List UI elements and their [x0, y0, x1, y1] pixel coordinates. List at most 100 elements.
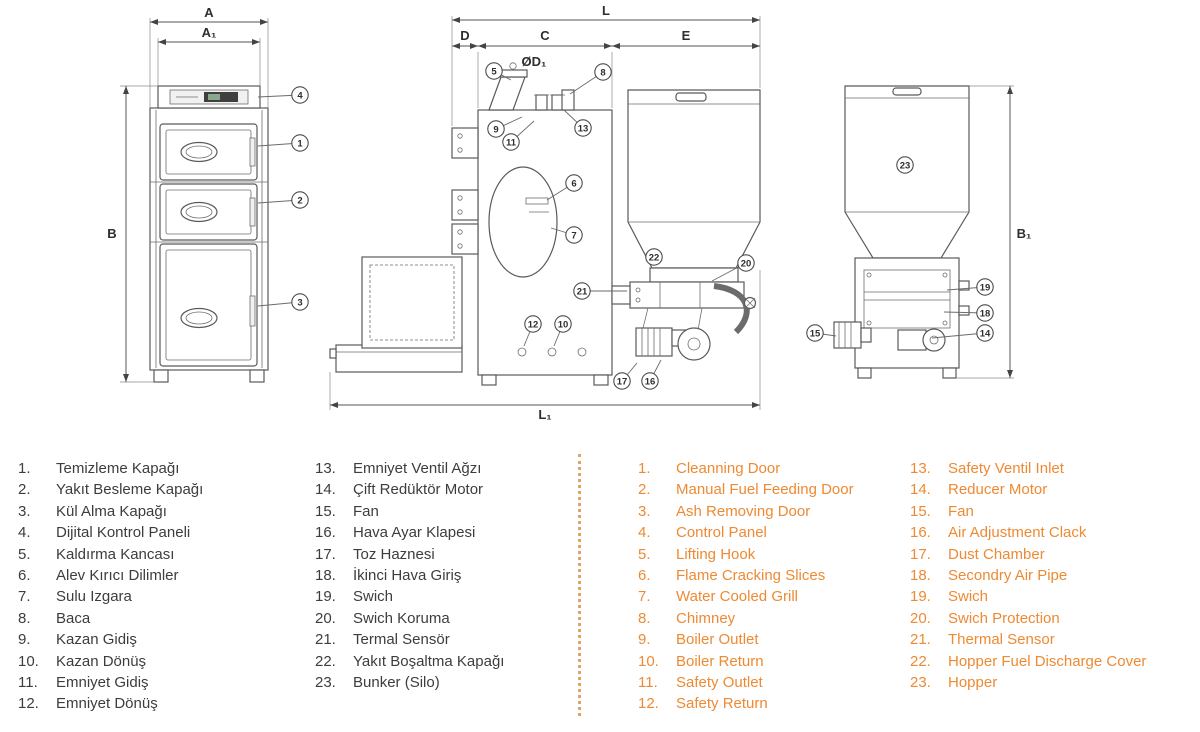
legend-item-label: Reducer Motor	[948, 481, 1048, 499]
legend-item-label: Ash Removing Door	[676, 502, 811, 520]
legend-item: 11.Emniyet Gidiş	[18, 672, 303, 693]
legend-item-label: Bunker (Silo)	[353, 674, 440, 692]
legend-item: 19.Swich	[910, 586, 1198, 607]
reducer-motor	[833, 321, 872, 349]
callout-number: 3	[297, 297, 302, 308]
legend-item-number: 3.	[18, 502, 31, 520]
callout-number: 4	[297, 90, 303, 101]
legend-item-number: 14.	[315, 481, 336, 499]
legend-item-label: Boiler Return	[676, 652, 764, 670]
legend-item: 14. Reducer Motor	[910, 479, 1198, 500]
callout-number: 9	[493, 124, 498, 135]
fuel-feeding-door	[159, 183, 258, 241]
callout-12: 12	[523, 315, 542, 347]
legend-item-number: 2.	[638, 481, 651, 499]
legend-item-label: Water Cooled Grill	[676, 588, 798, 606]
legend-item-number: 1.	[638, 460, 651, 477]
callout-20: 20	[711, 254, 755, 282]
legend-item: 6.Flame Cracking Slices	[638, 565, 900, 586]
legend-item-number: 16.	[315, 524, 336, 542]
legend-item-label: Control Panel	[676, 524, 767, 542]
legend-item-number: 9.	[638, 631, 651, 649]
legend-item-label: Temizleme Kapağı	[56, 460, 180, 477]
legend-item-number: 7.	[18, 588, 31, 606]
legend-item-label: İkinci Hava Giriş	[353, 567, 462, 585]
legend-item-number: 22.	[315, 652, 336, 670]
callout-number: 5	[491, 66, 497, 77]
callout-number: 10	[558, 319, 569, 330]
legend-item: 21.Thermal Sensor	[910, 629, 1198, 650]
legend-item: 22.Yakıt Boşaltma Kapağı	[315, 651, 570, 672]
legend-item: 8.Chimney	[638, 608, 900, 629]
callout-number: 21	[577, 286, 588, 297]
legend-item-number: 12.	[638, 695, 659, 713]
legend-item-number: 15.	[315, 502, 336, 520]
legend-item-label: Fan	[948, 502, 974, 520]
legend-item: 2. Manual Fuel Feeding Door	[638, 479, 900, 500]
legend-item-label: Sulu Izgara	[56, 588, 132, 606]
legend-item: 10. Kazan Dönüş	[18, 651, 303, 672]
legend-item: 20.Swich Protection	[910, 608, 1198, 629]
callout-number: 11	[506, 137, 517, 148]
callout-14: 14	[931, 324, 994, 342]
callout-number: 6	[571, 178, 576, 189]
legend-item-number: 18.	[315, 567, 336, 585]
legend-item-label: Dust Chamber	[948, 545, 1045, 563]
legend-item-number: 22.	[910, 652, 931, 670]
legend-item-label: Kazan Dönüş	[56, 652, 147, 670]
legend-item-number: 14.	[910, 481, 931, 499]
legend-item-number: 6.	[18, 567, 31, 585]
legend-item-label: Flame Cracking Slices	[676, 567, 826, 585]
legend-item-label: Alev Kırıcı Dilimler	[56, 567, 179, 585]
legend-item-number: 13.	[910, 460, 931, 477]
legend-item: 20.Swich Koruma	[315, 608, 570, 629]
legend-item-label: Swich	[353, 588, 394, 606]
brand-badge	[180, 201, 218, 223]
brand-badge	[180, 141, 218, 163]
callout-13: 13	[563, 109, 592, 137]
dim-label-B1: B₁	[1017, 226, 1032, 241]
dim-label-L: L	[602, 3, 610, 18]
legend-item-label: Manual Fuel Feeding Door	[676, 481, 854, 499]
callout-2: 2	[257, 191, 309, 209]
callout-number: 7	[571, 230, 576, 241]
legend-item: 14.Çift Redüktör Motor	[315, 479, 570, 500]
callout-18: 18	[943, 304, 994, 322]
legend-item-label: Safety Outlet	[676, 674, 763, 692]
legend-item-number: 18.	[910, 567, 931, 585]
ash-removing-door	[159, 243, 258, 367]
cleaning-door	[159, 123, 258, 181]
callout-number: 1	[297, 138, 303, 149]
legend-item: 16.Hava Ayar Klapesi	[315, 522, 570, 543]
dim-label-B: B	[107, 226, 116, 241]
legend-item-number: 8.	[638, 609, 651, 627]
callout-9: 9	[487, 116, 523, 138]
legend-item: 22.Hopper Fuel Discharge Cover	[910, 651, 1198, 672]
legend-item-label: Kül Alma Kapağı	[56, 502, 167, 520]
legend-item-number: 15.	[910, 502, 931, 520]
secondary-air-hose	[713, 283, 757, 335]
legend-item: 5.Lifting Hook	[638, 544, 900, 565]
legend-item-label: Swich Koruma	[353, 609, 450, 627]
callout-number: 8	[600, 67, 605, 78]
legend-item-number: 19.	[315, 588, 336, 606]
legend-item-number: 2.	[18, 481, 31, 499]
side-view	[329, 62, 761, 386]
callout-16: 16	[641, 359, 662, 390]
callout-number: 14	[980, 328, 991, 339]
legend-item: 1.Cleanning Door	[638, 458, 900, 479]
legend-item: 15.Fan	[315, 501, 570, 522]
legend-item: 8.Baca	[18, 608, 303, 629]
callout-number: 12	[528, 319, 539, 330]
legend-item-number: 10.	[18, 652, 39, 670]
control-panel	[157, 85, 261, 109]
callout-11: 11	[502, 120, 535, 151]
legend-item-label: Swich	[948, 588, 989, 606]
callout-19: 19	[946, 278, 994, 296]
legend-item: 5.Kaldırma Kancası	[18, 544, 303, 565]
callout-17: 17	[613, 362, 638, 390]
legend-item-label: Baca	[56, 609, 91, 627]
